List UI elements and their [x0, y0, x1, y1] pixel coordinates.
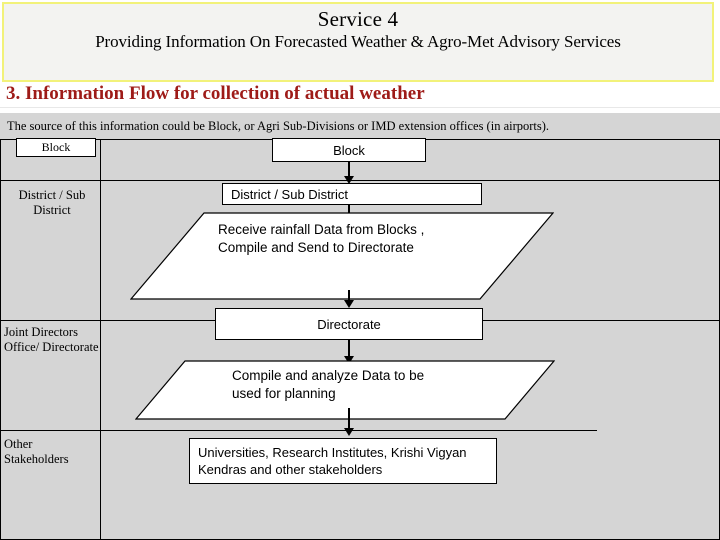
title-block: Service 4 Providing Information On Forec… [2, 2, 714, 82]
stage-label-joint-directors: Joint Directors Office/ Directorate [4, 325, 99, 354]
table-row-separator-1 [0, 180, 720, 181]
connector-block-to-district [348, 162, 350, 178]
flow-node-receive-rainfall [129, 212, 555, 300]
parallelogram-shape-1 [129, 212, 555, 300]
table-column-divider [100, 140, 101, 540]
flow-node-block: Block [272, 138, 426, 162]
connector-compile-to-stakeholders [348, 408, 350, 432]
table-left-border [0, 140, 1, 540]
parallelogram-shape-2 [134, 360, 556, 420]
stage-label-district: District / Sub District [18, 188, 86, 217]
section-heading: 3. Information Flow for collection of ac… [6, 83, 425, 104]
flow-node-district: District / Sub District [222, 183, 482, 205]
arrowhead-block-to-district [344, 176, 354, 184]
stage-label-other-stakeholders: Other Stakeholders [4, 437, 69, 466]
source-note-text: The source of this information could be … [7, 118, 550, 133]
flow-node-compile-analyze [134, 360, 556, 420]
flow-node-stakeholders: Universities, Research Institutes, Krish… [189, 438, 497, 484]
table-row-separator-3 [0, 430, 597, 431]
page-subtitle: Providing Information On Forecasted Weat… [95, 32, 621, 51]
flow-node-directorate: Directorate [215, 308, 483, 340]
page-title: Service 4 [317, 7, 399, 31]
connector-district-to-receive [348, 205, 350, 219]
connector-directorate-to-compile [348, 340, 350, 360]
arrowhead-compile-to-stakeholders [344, 428, 354, 436]
flow-node-receive-rainfall-label: Receive rainfall Data from Blocks , Comp… [218, 222, 425, 255]
heading-divider [0, 107, 720, 108]
flow-node-compile-analyze-label: Compile and analyze Data to be used for … [232, 368, 425, 401]
arrowhead-receive-to-directorate [344, 300, 354, 308]
stage-label-block-text: Block [41, 140, 71, 154]
arrowhead-directorate-to-compile [344, 356, 354, 364]
connector-receive-to-directorate [348, 290, 350, 304]
source-note-bar: The source of this information could be … [0, 113, 720, 140]
stage-label-block: Block [16, 138, 96, 157]
